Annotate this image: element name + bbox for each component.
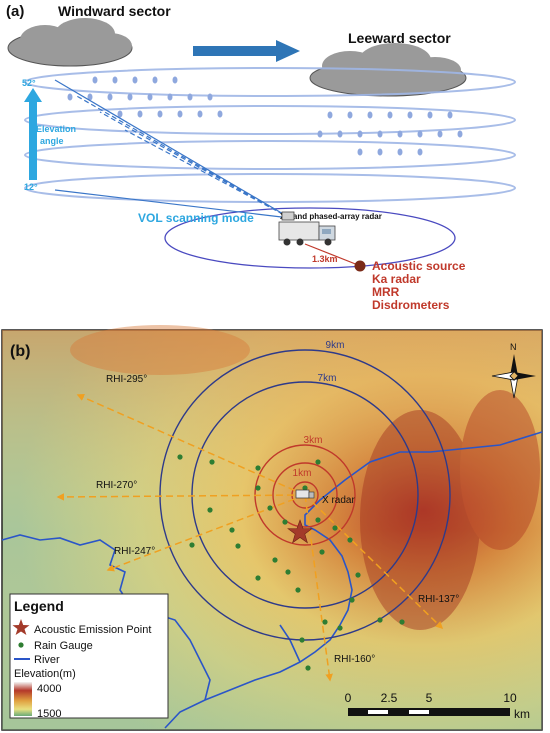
legend: Legend Acoustic Emission Point Rain Gaug… <box>9 593 169 720</box>
distance-label: 1.3km <box>312 254 338 264</box>
panel-b-label: (b) <box>10 343 30 360</box>
legend-river-label: River <box>34 654 60 666</box>
scale-tick-0: 0 <box>345 691 352 705</box>
panel-a-label: (a) <box>6 3 24 20</box>
windward-sector-label: Windward sector <box>58 3 171 19</box>
legend-title: Legend <box>14 598 64 614</box>
ground-scan-ellipse <box>164 207 456 269</box>
vol-scanning-mode-label: VOL scanning mode <box>138 211 254 225</box>
terrain-ridges <box>70 325 540 630</box>
radar-label: X-band phased-array radar <box>280 212 382 221</box>
x-radar-icon <box>295 489 315 499</box>
panel-b: (b) 9km 7km 3km 1km <box>1 325 543 731</box>
elevation-angle-label-2: angle <box>40 136 64 146</box>
legend-gauge-icon <box>18 642 24 648</box>
distance-line <box>304 243 359 266</box>
ring-9km-label: 9km <box>326 340 345 351</box>
panel-a: (a) Windward sector Leeward sector <box>6 3 516 312</box>
ring-7km-label: 7km <box>318 373 337 384</box>
radar-truck <box>278 211 336 246</box>
scale-unit: km <box>514 707 530 721</box>
mrr-label: MRR <box>372 285 400 299</box>
legend-elevation-bar <box>14 682 32 716</box>
north-arrow: N <box>491 342 536 399</box>
legend-acoustic-label: Acoustic Emission Point <box>34 624 151 636</box>
windward-cloud <box>7 18 133 67</box>
rhi-295-label: RHI-295° <box>106 374 147 385</box>
scale-tick-10: 10 <box>503 691 517 705</box>
elevation-top-label: 52° <box>22 78 36 88</box>
rhi-247-label: RHI-247° <box>114 546 155 557</box>
acoustic-source-label: Acoustic source <box>372 259 466 273</box>
scan-layers <box>24 67 516 203</box>
rhi-137-label: RHI-137° <box>418 594 459 605</box>
acoustic-source-marker <box>354 260 366 272</box>
legend-elevation-label: Elevation(m) <box>14 668 76 680</box>
legend-box <box>9 593 169 719</box>
rhi-160-label: RHI-160° <box>334 654 375 665</box>
x-radar-label: X radar <box>322 495 355 506</box>
ka-radar-label: Ka radar <box>372 272 421 286</box>
ring-labels: 9km 7km 3km 1km <box>293 340 345 479</box>
elevation-arrow <box>24 88 42 180</box>
rhi-270-label: RHI-270° <box>96 480 137 491</box>
radar-beams <box>54 79 291 219</box>
legend-star-icon <box>12 619 30 635</box>
legend-elev-high: 4000 <box>37 683 61 695</box>
scale-bar: 0 2.5 5 10 km <box>345 691 530 721</box>
ring-1km <box>272 462 338 528</box>
elevation-angle-label-1: Elevation <box>36 124 76 134</box>
rivers <box>1 431 543 729</box>
rain-drops-leeward <box>317 111 463 156</box>
wind-direction-arrow <box>193 40 300 62</box>
ring-1km-label: 1km <box>293 468 312 479</box>
rain-gauges <box>177 454 405 671</box>
ring-7km <box>191 381 419 609</box>
scale-tick-5: 5 <box>426 691 433 705</box>
north-label: N <box>510 342 517 352</box>
disdrometers-label: Disdrometers <box>372 298 450 312</box>
acoustic-emission-star <box>287 519 313 544</box>
legend-elev-low: 1500 <box>37 708 61 720</box>
legend-gauge-label: Rain Gauge <box>34 640 93 652</box>
ring-3km-label: 3km <box>304 435 323 446</box>
rain-drops-windward <box>67 76 223 118</box>
ring-9km <box>159 349 451 641</box>
elevation-bottom-label: 12° <box>24 182 38 192</box>
rhi-labels: RHI-295° RHI-270° RHI-247° RHI-137° RHI-… <box>96 374 459 665</box>
leeward-sector-label: Leeward sector <box>348 30 451 46</box>
scale-tick-2-5: 2.5 <box>381 691 398 705</box>
acoustic-source-list: Acoustic source Ka radar MRR Disdrometer… <box>372 259 466 312</box>
range-rings <box>159 349 451 641</box>
